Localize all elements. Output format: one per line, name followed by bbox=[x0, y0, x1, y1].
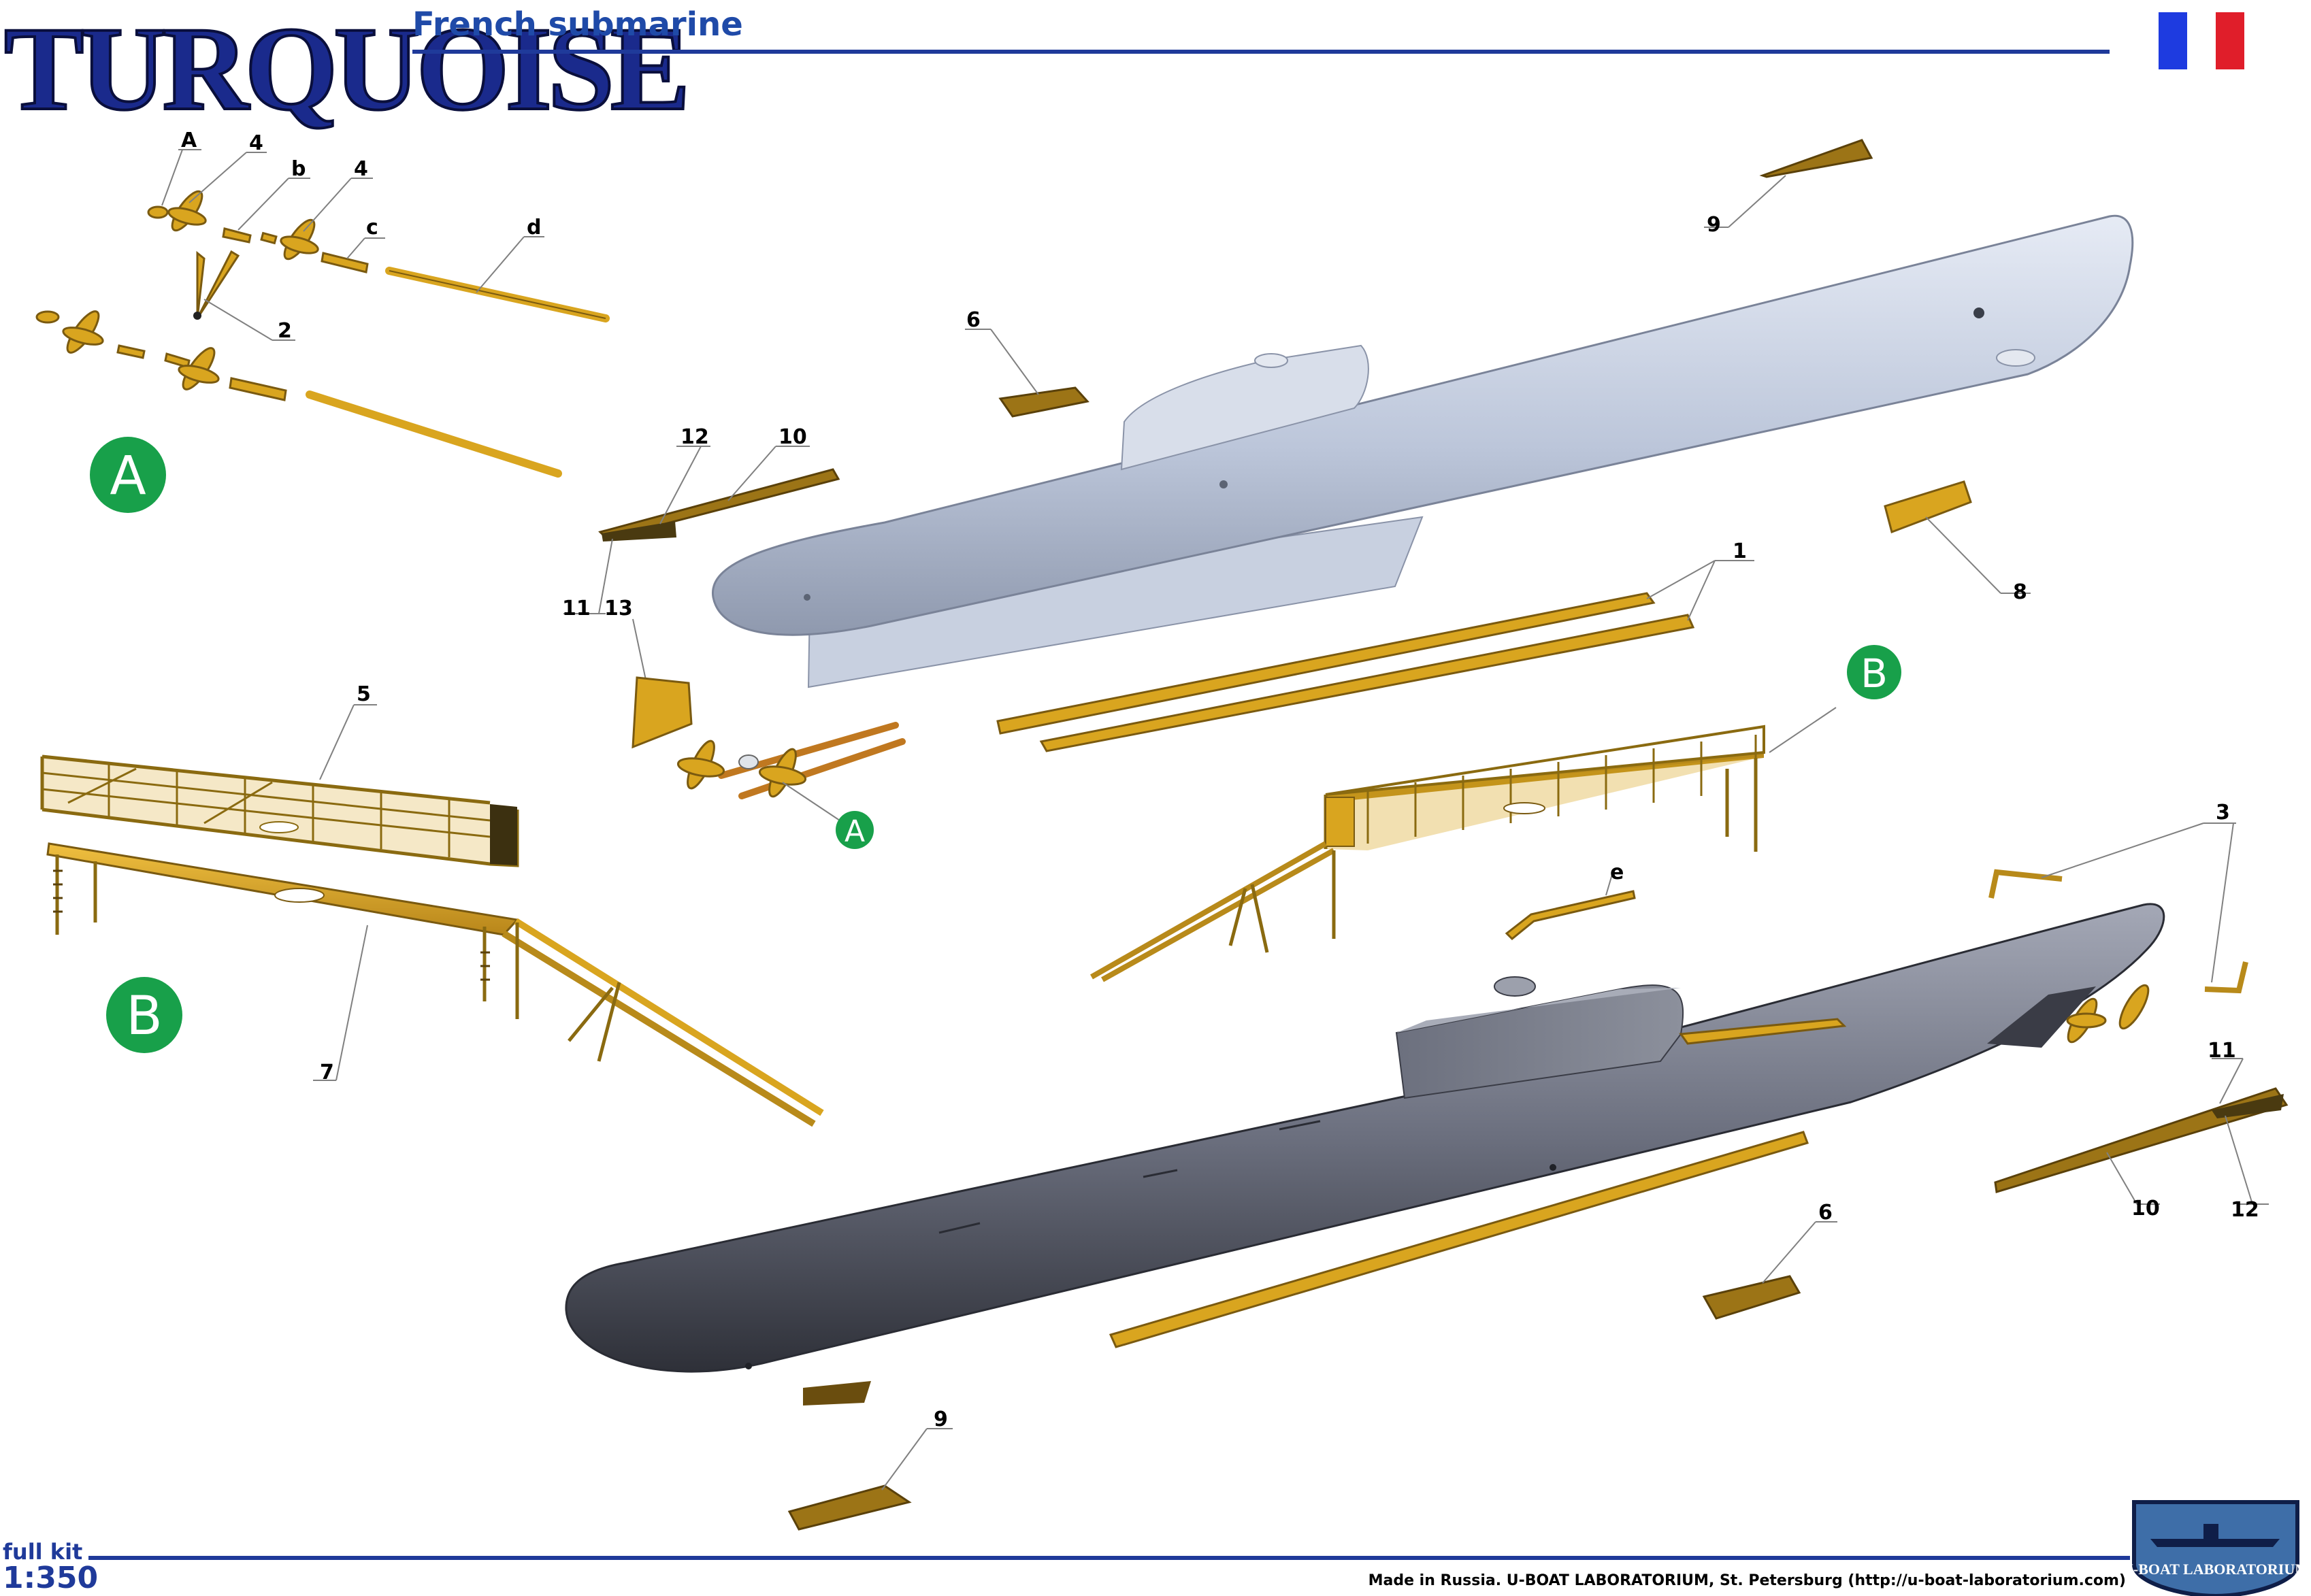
dive-plane-on-hull bbox=[1679, 1018, 1847, 1045]
upper-hull-assembly bbox=[711, 214, 2134, 688]
callout-a: A bbox=[181, 129, 197, 152]
credit-line: Made in Russia. U-BOAT LABORATORIUM, St.… bbox=[1368, 1572, 2126, 1589]
callout-c: c bbox=[366, 216, 378, 239]
svg-text:U-BOAT LABORATORIUM: U-BOAT LABORATORIUM bbox=[2122, 1561, 2309, 1578]
scale-label: 1:350 bbox=[3, 1561, 98, 1595]
part-2-bracket bbox=[193, 250, 240, 320]
callout-1: 1 bbox=[1733, 539, 1747, 563]
svg-text:A: A bbox=[845, 814, 865, 849]
lower-hull bbox=[565, 903, 2165, 1373]
part-9-top: 9 bbox=[1704, 139, 1873, 237]
callout-8: 8 bbox=[2013, 580, 2027, 604]
footer: full kit 1:350 Made in Russia. U-BOAT LA… bbox=[3, 1500, 2309, 1596]
callout-3: 3 bbox=[2216, 801, 2230, 825]
propeller-assembly-a: A bbox=[676, 722, 906, 849]
callout-12-upper: 12 bbox=[681, 425, 709, 449]
badge-a-small: A bbox=[836, 811, 874, 849]
part-13 bbox=[632, 676, 693, 749]
callout-10-lower: 10 bbox=[2131, 1197, 2160, 1220]
part-e: e bbox=[1505, 861, 1636, 941]
subassembly-a: A 4 b 4 c d 2 A bbox=[35, 129, 610, 513]
page-subtitle: French submarine bbox=[412, 5, 743, 44]
badge-a: A bbox=[90, 437, 166, 513]
callout-13: 13 bbox=[604, 597, 633, 620]
callout-2: 2 bbox=[278, 319, 292, 343]
propeller-a-2 bbox=[758, 748, 807, 798]
callout-6-top: 6 bbox=[966, 308, 981, 332]
badge-b: B bbox=[106, 977, 182, 1053]
u-boat-laboratorium-logo: U-BOAT LABORATORIUM bbox=[2122, 1500, 2309, 1596]
part-6-bottom: 6 bbox=[1702, 1201, 1837, 1320]
svg-text:B: B bbox=[126, 986, 163, 1047]
part-9-on-hull bbox=[803, 1381, 871, 1406]
assembled-platform-b bbox=[1090, 707, 1837, 982]
callout-10-upper: 10 bbox=[778, 425, 807, 449]
callout-5: 5 bbox=[357, 682, 371, 706]
shaft-row2 bbox=[306, 390, 562, 478]
callout-9-top: 9 bbox=[1707, 213, 1721, 237]
parts-10-11-12-lower: 10 11 12 bbox=[1994, 1039, 2289, 1222]
flag-blue-stripe bbox=[2159, 12, 2187, 69]
part-8: 8 bbox=[1884, 480, 2031, 604]
svg-text:A: A bbox=[110, 446, 146, 507]
callout-9-bottom: 9 bbox=[934, 1408, 948, 1431]
part-b-hub bbox=[222, 227, 252, 244]
part-cap-2 bbox=[35, 310, 60, 324]
upper-hull bbox=[711, 214, 2134, 636]
page-title: TURQUOISE bbox=[4, 3, 686, 135]
flag-red-stripe bbox=[2216, 12, 2244, 69]
part-b-hub-2 bbox=[260, 231, 278, 245]
propeller-row2-a bbox=[62, 310, 104, 354]
svg-text:B: B bbox=[1861, 650, 1888, 697]
callout-d: d bbox=[527, 216, 541, 239]
callout-11-upper: 11 bbox=[562, 597, 591, 620]
propeller-a-1 bbox=[676, 739, 725, 790]
header: TURQUOISE French submarine bbox=[3, 1, 2244, 137]
callout-12-lower: 12 bbox=[2231, 1198, 2259, 1222]
part-c-boss bbox=[321, 252, 369, 273]
callout-6-bottom: 6 bbox=[1818, 1201, 1833, 1225]
part-7-deck-ramp bbox=[46, 842, 824, 1127]
part-9-bottom: 9 bbox=[787, 1408, 953, 1531]
lower-hull-keel bbox=[1109, 1131, 1809, 1348]
part-4-propeller-2 bbox=[280, 218, 319, 261]
part-4-propeller bbox=[167, 190, 207, 232]
parts-10-11-12-upper: 12 10 11 13 bbox=[562, 425, 840, 684]
callout-b: b bbox=[291, 157, 306, 181]
kit-label: full kit bbox=[3, 1539, 82, 1565]
propeller-row2-b bbox=[178, 347, 220, 390]
lower-propeller bbox=[2066, 984, 2150, 1044]
subassembly-b: 5 7 B bbox=[40, 682, 824, 1127]
callouts-a: A 4 b 4 c d 2 bbox=[161, 129, 544, 343]
part-1-keel-strips: 1 bbox=[996, 539, 1754, 752]
part-10-lower bbox=[1994, 1087, 2289, 1193]
callout-7: 7 bbox=[320, 1061, 334, 1084]
lower-hull-assembly bbox=[565, 903, 2165, 1406]
part-3-brackets: 3 bbox=[1988, 801, 2248, 994]
callout-4-b: 4 bbox=[354, 157, 368, 181]
part-a-cap bbox=[147, 205, 169, 219]
part-6-top: 6 bbox=[965, 308, 1089, 418]
callout-e: e bbox=[1610, 861, 1624, 884]
badge-b-right: B bbox=[1847, 645, 1901, 699]
part-5-railing-deck bbox=[40, 754, 519, 867]
callout-11-lower: 11 bbox=[2208, 1039, 2236, 1063]
french-flag bbox=[2159, 12, 2244, 69]
lower-hull-sail bbox=[1395, 984, 1684, 1099]
callout-4: 4 bbox=[249, 131, 263, 155]
